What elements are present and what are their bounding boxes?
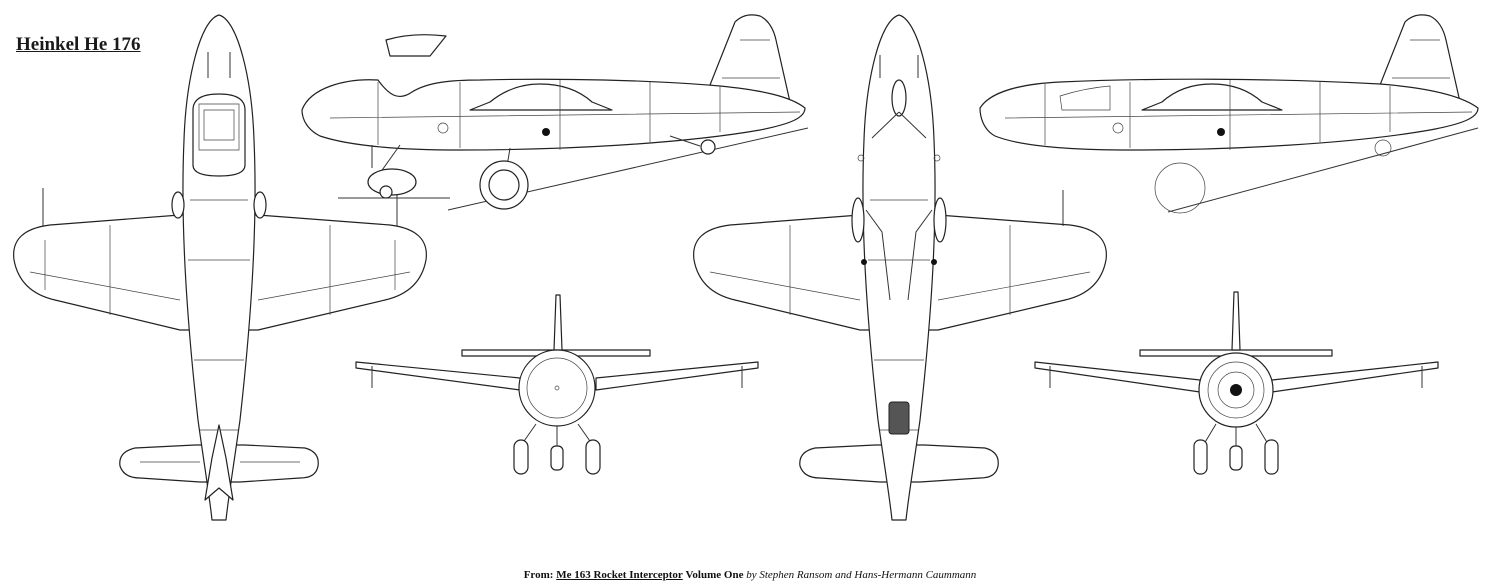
credit-authors: Stephen Ransom and Hans-Hermann Caummann	[759, 569, 977, 581]
side-view-nose-wheel	[368, 169, 416, 195]
side-view-2-wheel-outline	[1155, 163, 1205, 213]
credit-volume: Volume One	[685, 569, 744, 581]
top-view-cockpit	[193, 94, 245, 176]
front-view-gear-down	[356, 295, 758, 474]
front-view-2-intake	[1230, 384, 1242, 396]
side-view-2-canopy	[1142, 84, 1282, 110]
front-view-wing-left	[356, 362, 520, 390]
credit-prefix: From:	[523, 569, 554, 581]
credit-book-title[interactable]: Me 163 Rocket Interceptor	[556, 569, 683, 581]
bottom-view-fuselage	[863, 15, 935, 520]
side-view-2-fuselage	[980, 79, 1478, 150]
top-view-fin	[205, 425, 233, 500]
front-view-2-wing-right	[1272, 362, 1438, 392]
front-view-2-wheel-left	[1194, 440, 1207, 474]
side-view-fuselage	[302, 79, 805, 150]
source-credit: From: Me 163 Rocket Interceptor Volume O…	[0, 569, 1500, 581]
bottom-view	[694, 15, 1107, 520]
front-view-gear-up	[1035, 292, 1438, 474]
side-view-gear-up	[980, 15, 1478, 213]
front-view-2-wing-left	[1035, 362, 1200, 392]
bottom-view-tail-skid	[889, 402, 909, 434]
credit-by: by	[746, 569, 757, 581]
side-view-gear-down	[302, 15, 808, 210]
side-view-canopy	[470, 84, 612, 110]
side-view-2-fin	[1380, 15, 1460, 102]
front-view-fuselage	[519, 350, 595, 426]
bottom-view-nose-gear	[892, 80, 906, 116]
side-view-windscreen-detail	[386, 35, 446, 56]
front-view-wheel-left	[514, 440, 528, 474]
front-view-wing-right	[596, 362, 758, 390]
top-view	[14, 15, 427, 520]
side-view-fin	[710, 15, 790, 102]
drawing-title: Heinkel He 176	[16, 34, 141, 55]
front-view-wheel-right	[586, 440, 600, 474]
side-view-tail-wheel	[701, 140, 715, 154]
front-view-2-wheel-right	[1265, 440, 1278, 474]
